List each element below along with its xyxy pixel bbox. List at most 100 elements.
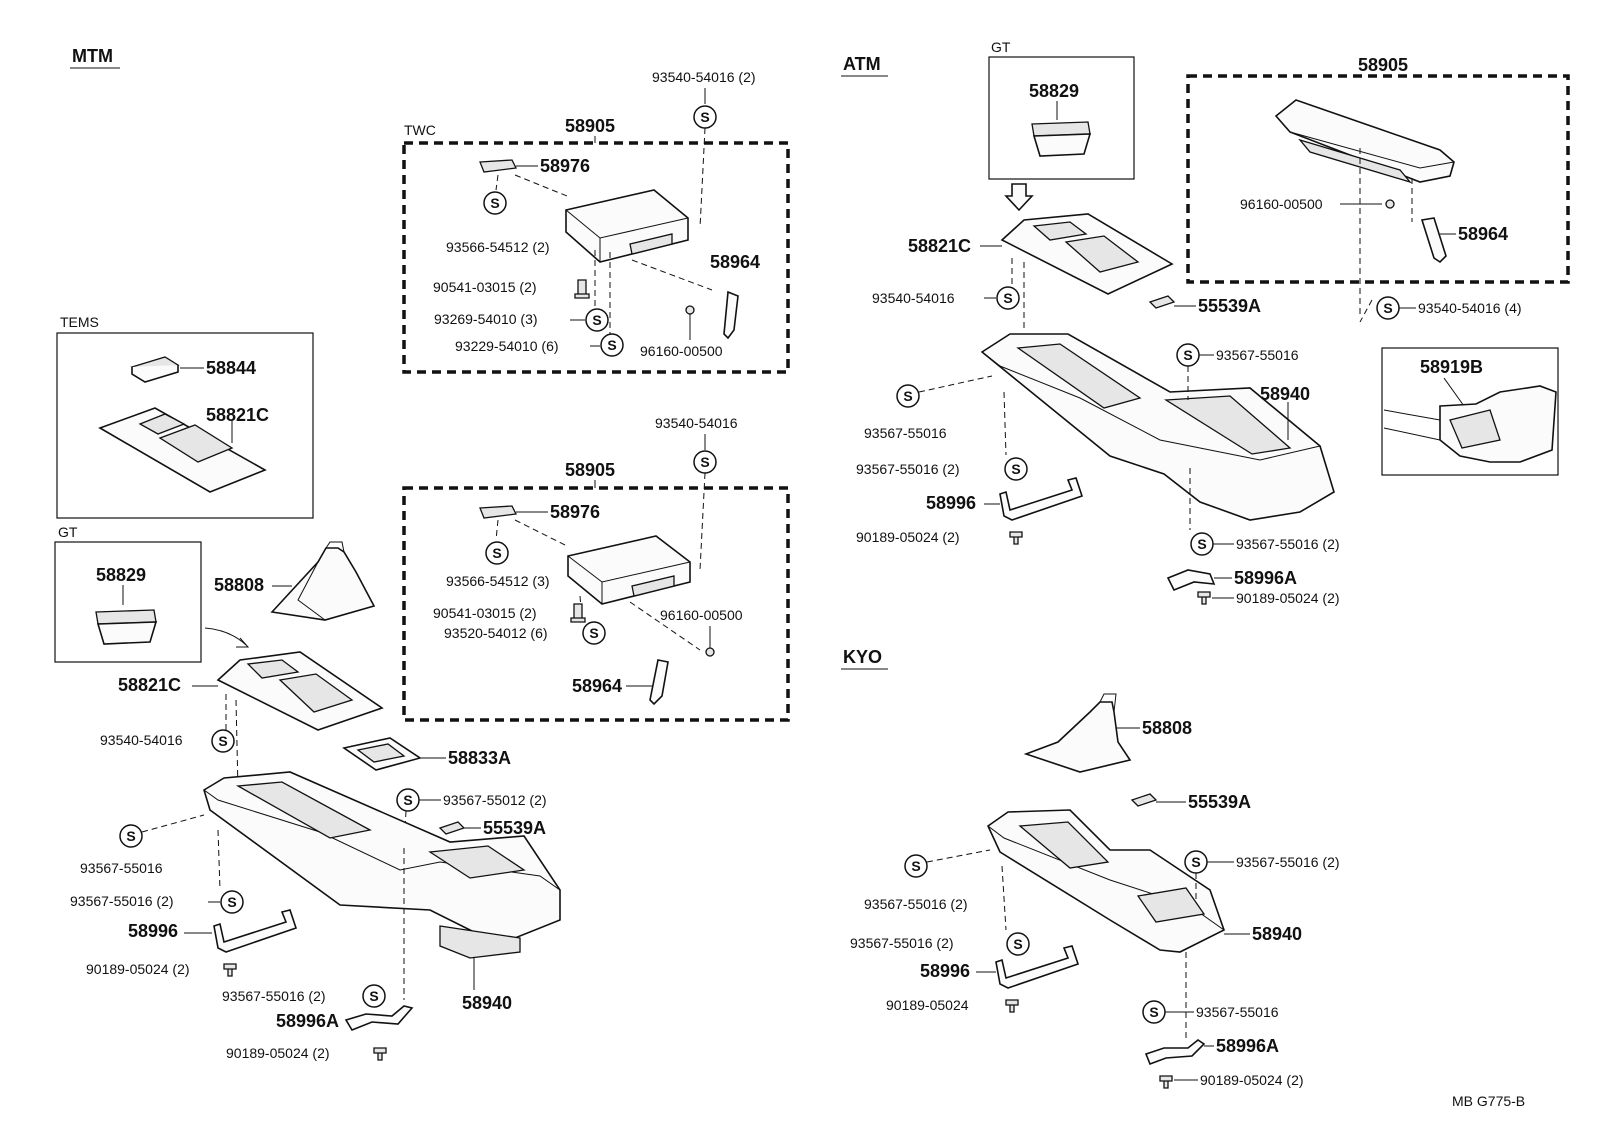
panel-opening [138,413,186,435]
part-96160-00500-twc: 96160-00500 [640,343,723,359]
cushion-icon [705,647,715,657]
arrow-head [236,637,250,648]
gt-right-label: GT [991,39,1011,55]
svg-text:S: S [1011,461,1020,477]
dashed-leader [141,814,205,833]
part-93540-54016-twc: 93540-54016 (2) [652,69,756,85]
clip-icon [1009,531,1023,545]
part-93520-54012-lower: 93520-54012 (6) [444,625,548,641]
part-58976-twc: 58976 [540,156,590,176]
panel-opening [278,673,354,713]
console-side-lines [1383,409,1441,441]
part-58919b-atm: 58919B [1420,357,1483,377]
screw-icon: S [582,621,606,645]
dashed-leader [1003,391,1007,456]
part-58829-gt-right: 58829 [1029,81,1079,101]
dashed-leader [217,829,221,891]
screw-icon: S [483,191,507,215]
screw-icon: S [585,308,609,332]
console-tray [1018,821,1110,869]
svg-text:S: S [1383,300,1392,316]
cap-55539a-icon [1148,295,1176,309]
screw-icon: S [211,729,235,753]
part-58940-mtm: 58940 [462,993,512,1013]
console-tray [428,845,526,879]
bezel-opening [356,743,406,763]
part-93567-55016-2-mtm: 93567-55016 (2) [70,893,174,909]
dashed-leader [495,174,499,191]
svg-text:S: S [126,828,135,844]
lid-edge [1289,131,1455,169]
bracket-58996a-kyo-icon [1144,1039,1206,1066]
lid-hinge-icon [629,233,673,255]
dashed-leader [699,472,706,571]
svg-text:S: S [1183,347,1192,363]
lid-stay-58964-icon [723,290,739,340]
bolt-icon [570,603,586,623]
svg-text:S: S [700,454,709,470]
part-58964-lower: 58964 [572,676,622,696]
bracket-58996a-icon [344,1005,414,1031]
atm-58919b-frame [1381,347,1559,476]
screw-icon: S [1176,343,1200,367]
part-93567-55016-d-atm: 93567-55016 (2) [1236,536,1340,552]
part-58829-gt-left: 58829 [96,565,146,585]
dashed-leader [514,519,568,547]
screw-icon: S [1142,1000,1166,1024]
part-90189-05024-atm: 90189-05024 (2) [856,529,960,545]
section-title-atm: ATM [843,54,881,74]
svg-text:S: S [911,858,920,874]
shift-boot-58808-kyo-icon [1023,701,1132,773]
console-tray [1016,343,1142,409]
screw-icon: S [396,788,420,812]
screw-icon: S [485,541,509,565]
part-93566-54512-twc: 93566-54512 (2) [446,239,550,255]
part-90189-05024-b-mtm: 90189-05024 (2) [226,1045,330,1061]
cap-55539a-icon [1130,793,1158,807]
console-tray [1136,887,1206,923]
screw-icon: S [362,984,386,1008]
dashed-leader [629,601,701,651]
atm-58905-dashed-frame [1186,74,1570,284]
console-edge [203,789,561,891]
boot-top [325,541,345,553]
arrow-icon [204,627,247,646]
part-58996-atm: 58996 [926,493,976,513]
part-58844-tems: 58844 [206,358,256,378]
screw-icon: S [996,286,1020,310]
part-96160-00500-lower: 96160-00500 [660,607,743,623]
boot-fold [297,561,326,621]
part-90541-03015-twc: 90541-03015 (2) [433,279,537,295]
svg-text:S: S [1013,936,1022,952]
console-lower-box [439,925,521,959]
svg-text:S: S [403,792,412,808]
svg-text:S: S [492,545,501,561]
screw-icon: S [1004,457,1028,481]
clip-icon [373,1047,387,1061]
tems-label: TEMS [60,314,99,330]
part-58996a-mtm: 58996A [276,1011,339,1031]
part-58996-kyo: 58996 [920,961,970,981]
part-93540-54016-mtm: 93540-54016 [100,732,183,748]
panel-opening [1064,235,1140,273]
lower-dashed-frame [402,486,790,722]
part-93540-54016-lower: 93540-54016 [655,415,738,431]
svg-text:S: S [1197,536,1206,552]
armrest-lid-atm-icon [1274,99,1455,183]
lid-stay-58964-icon [649,659,669,706]
dashed-leader [235,699,239,791]
part-93567-55016-a-atm: 93567-55016 [864,425,947,441]
panel-opening [1032,221,1088,241]
screw-icon: S [1190,532,1214,556]
console-tray [1163,395,1292,455]
part-93540-54016-atm: 93540-54016 [872,290,955,306]
cushion-icon [1385,199,1395,209]
part-93567-55016-b-kyo: 93567-55016 (2) [850,935,954,951]
part-93567-55016-d-kyo: 93567-55016 [1196,1004,1279,1020]
part-96160-00500-atm: 96160-00500 [1240,196,1323,212]
part-93566-54512-lower: 93566-54512 (3) [446,573,550,589]
svg-text:S: S [490,195,499,211]
bracket-58996a-atm-icon [1166,569,1216,592]
lid-hinge-icon [631,575,675,597]
